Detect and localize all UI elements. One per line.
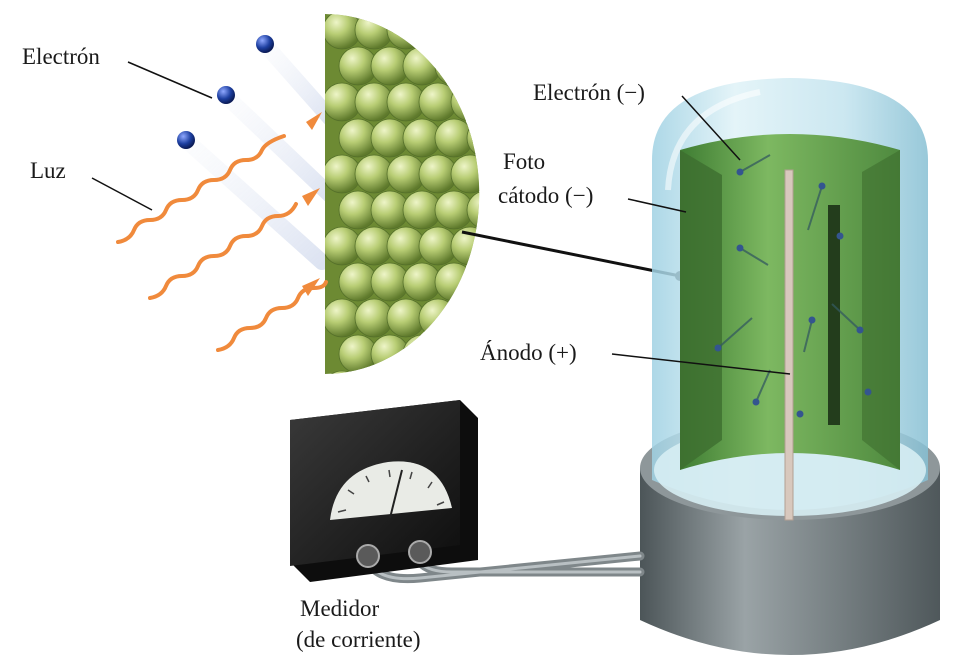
atom-sphere xyxy=(563,263,601,301)
electron-particle xyxy=(256,35,274,53)
cathode-inner-fold xyxy=(680,150,722,470)
electron-trails xyxy=(180,40,338,270)
atom-sphere xyxy=(434,262,474,302)
zoom-connector-line xyxy=(461,230,681,278)
atom-sphere xyxy=(402,46,442,86)
atom-sphere xyxy=(483,371,521,409)
atom-sphere xyxy=(450,154,480,194)
atom-sphere xyxy=(354,370,394,374)
atom-sphere xyxy=(370,334,410,374)
atom-sphere xyxy=(483,11,521,49)
tube-electrons xyxy=(717,154,861,403)
atom-sphere xyxy=(515,371,553,409)
atom-sphere xyxy=(434,334,474,374)
label-electron-right: Electrón (−) xyxy=(533,80,645,105)
atom-sphere xyxy=(563,119,601,157)
atom-sphere xyxy=(483,299,521,337)
light-wave xyxy=(116,134,286,244)
label-de-corriente: (de corriente) xyxy=(296,627,421,652)
electron-particle xyxy=(217,86,235,104)
atom-sphere xyxy=(434,46,474,86)
atom-sphere xyxy=(547,227,585,265)
electron-particle xyxy=(177,131,195,149)
meter-terminal xyxy=(356,544,380,568)
atom-sphere xyxy=(547,11,585,49)
label-catodo: cátodo (−) xyxy=(498,183,593,208)
atom-sphere xyxy=(547,371,585,409)
atom-sphere xyxy=(450,82,480,122)
anode-wire xyxy=(784,169,794,521)
meter-dial xyxy=(330,461,452,520)
atom-sphere xyxy=(450,14,480,50)
atom-sphere xyxy=(515,299,553,337)
leader-lines xyxy=(91,61,791,375)
atom-sphere xyxy=(418,14,458,50)
phototube xyxy=(640,78,940,655)
atom-sphere xyxy=(386,14,426,50)
atom-sphere xyxy=(499,263,537,301)
label-electron-left: Electrón xyxy=(22,44,100,69)
light-wave xyxy=(148,202,298,300)
atom-sphere xyxy=(418,298,458,338)
cathode-slot xyxy=(828,205,840,425)
meter-scale xyxy=(337,469,445,513)
label-anodo: Ánodo (+) xyxy=(480,340,577,365)
atom-sphere xyxy=(466,118,480,158)
atom-sphere xyxy=(450,298,480,338)
atom-sphere xyxy=(483,83,521,121)
atom-sphere xyxy=(466,262,480,302)
atom-sphere xyxy=(386,370,426,374)
label-medidor: Medidor xyxy=(300,596,380,621)
atom-sphere xyxy=(547,299,585,337)
tube-electron-dots xyxy=(714,168,872,418)
atom-sphere xyxy=(466,46,480,86)
tube-base xyxy=(640,468,940,655)
ammeter-icon xyxy=(290,400,478,582)
atom-sphere xyxy=(483,227,521,265)
atom-sphere xyxy=(499,47,537,85)
meter-needle xyxy=(389,469,403,519)
atom-sphere xyxy=(531,263,569,301)
meter-terminal xyxy=(408,540,432,564)
atom-sphere xyxy=(466,190,480,230)
label-luz: Luz xyxy=(30,158,66,183)
atom-sphere xyxy=(325,370,362,374)
label-foto: Foto xyxy=(503,149,545,174)
light-waves xyxy=(116,112,328,352)
atom-sphere xyxy=(402,334,442,374)
atom-sphere xyxy=(515,11,553,49)
